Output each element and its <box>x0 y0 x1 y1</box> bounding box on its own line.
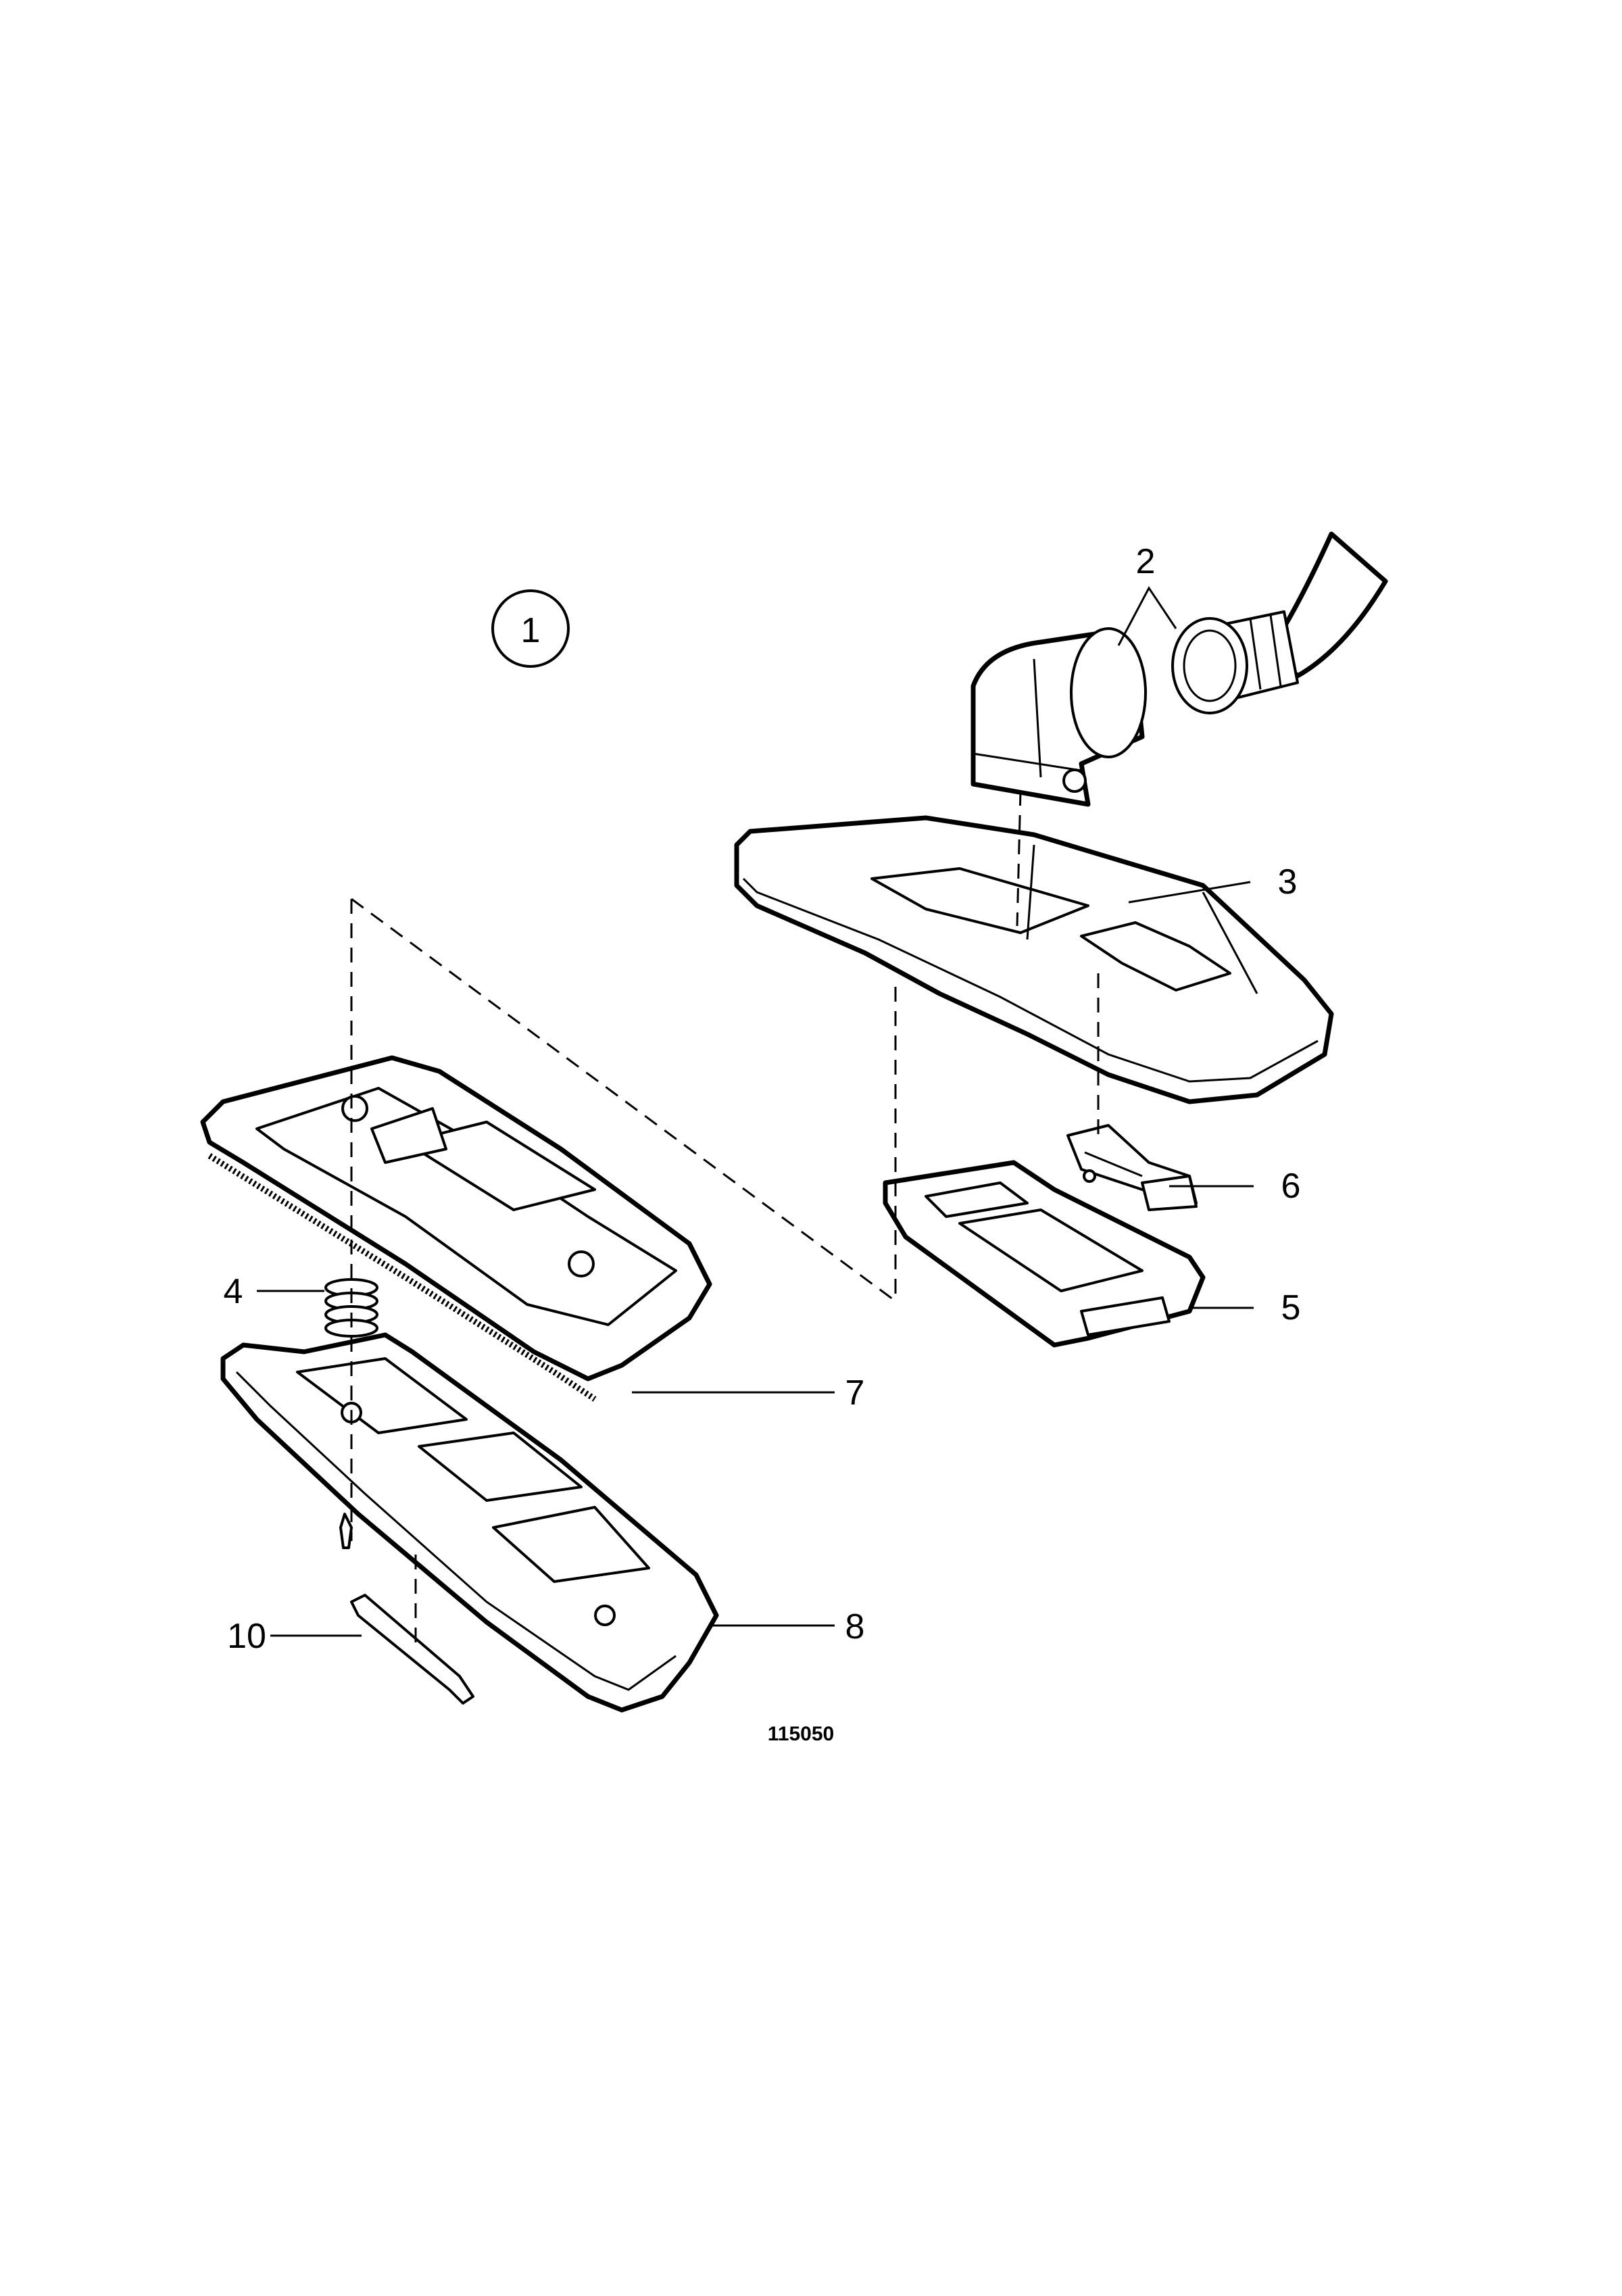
part-8-bottom-plate <box>220 1332 719 1713</box>
leader-lines <box>257 586 1254 1637</box>
part-5-sliding-plate <box>883 1160 1206 1348</box>
part-10-clip <box>350 1594 474 1705</box>
part-6-release-catch <box>1066 1124 1198 1211</box>
part-2-elbow-coupling <box>970 531 1388 807</box>
view-number: 1 <box>521 611 541 650</box>
view-number-badge: 1 <box>491 589 570 668</box>
callout-labels: 2 3 6 5 4 7 8 10 <box>224 542 1301 1656</box>
callout-5: 5 <box>1281 1288 1301 1327</box>
assembly-lines <box>350 790 1100 1642</box>
callout-2: 2 <box>1136 542 1156 581</box>
callout-4: 4 <box>224 1272 243 1311</box>
callout-8: 8 <box>845 1607 865 1646</box>
part-4-spring <box>324 1278 378 1338</box>
callout-3: 3 <box>1278 862 1298 902</box>
drawing-number: 115050 <box>768 1723 834 1745</box>
callout-10: 10 <box>227 1617 266 1656</box>
part-7-brush-frame <box>200 1055 712 1402</box>
part-3-nozzle-body <box>734 815 1334 1104</box>
callout-6: 6 <box>1281 1167 1301 1206</box>
callout-7: 7 <box>845 1373 865 1413</box>
